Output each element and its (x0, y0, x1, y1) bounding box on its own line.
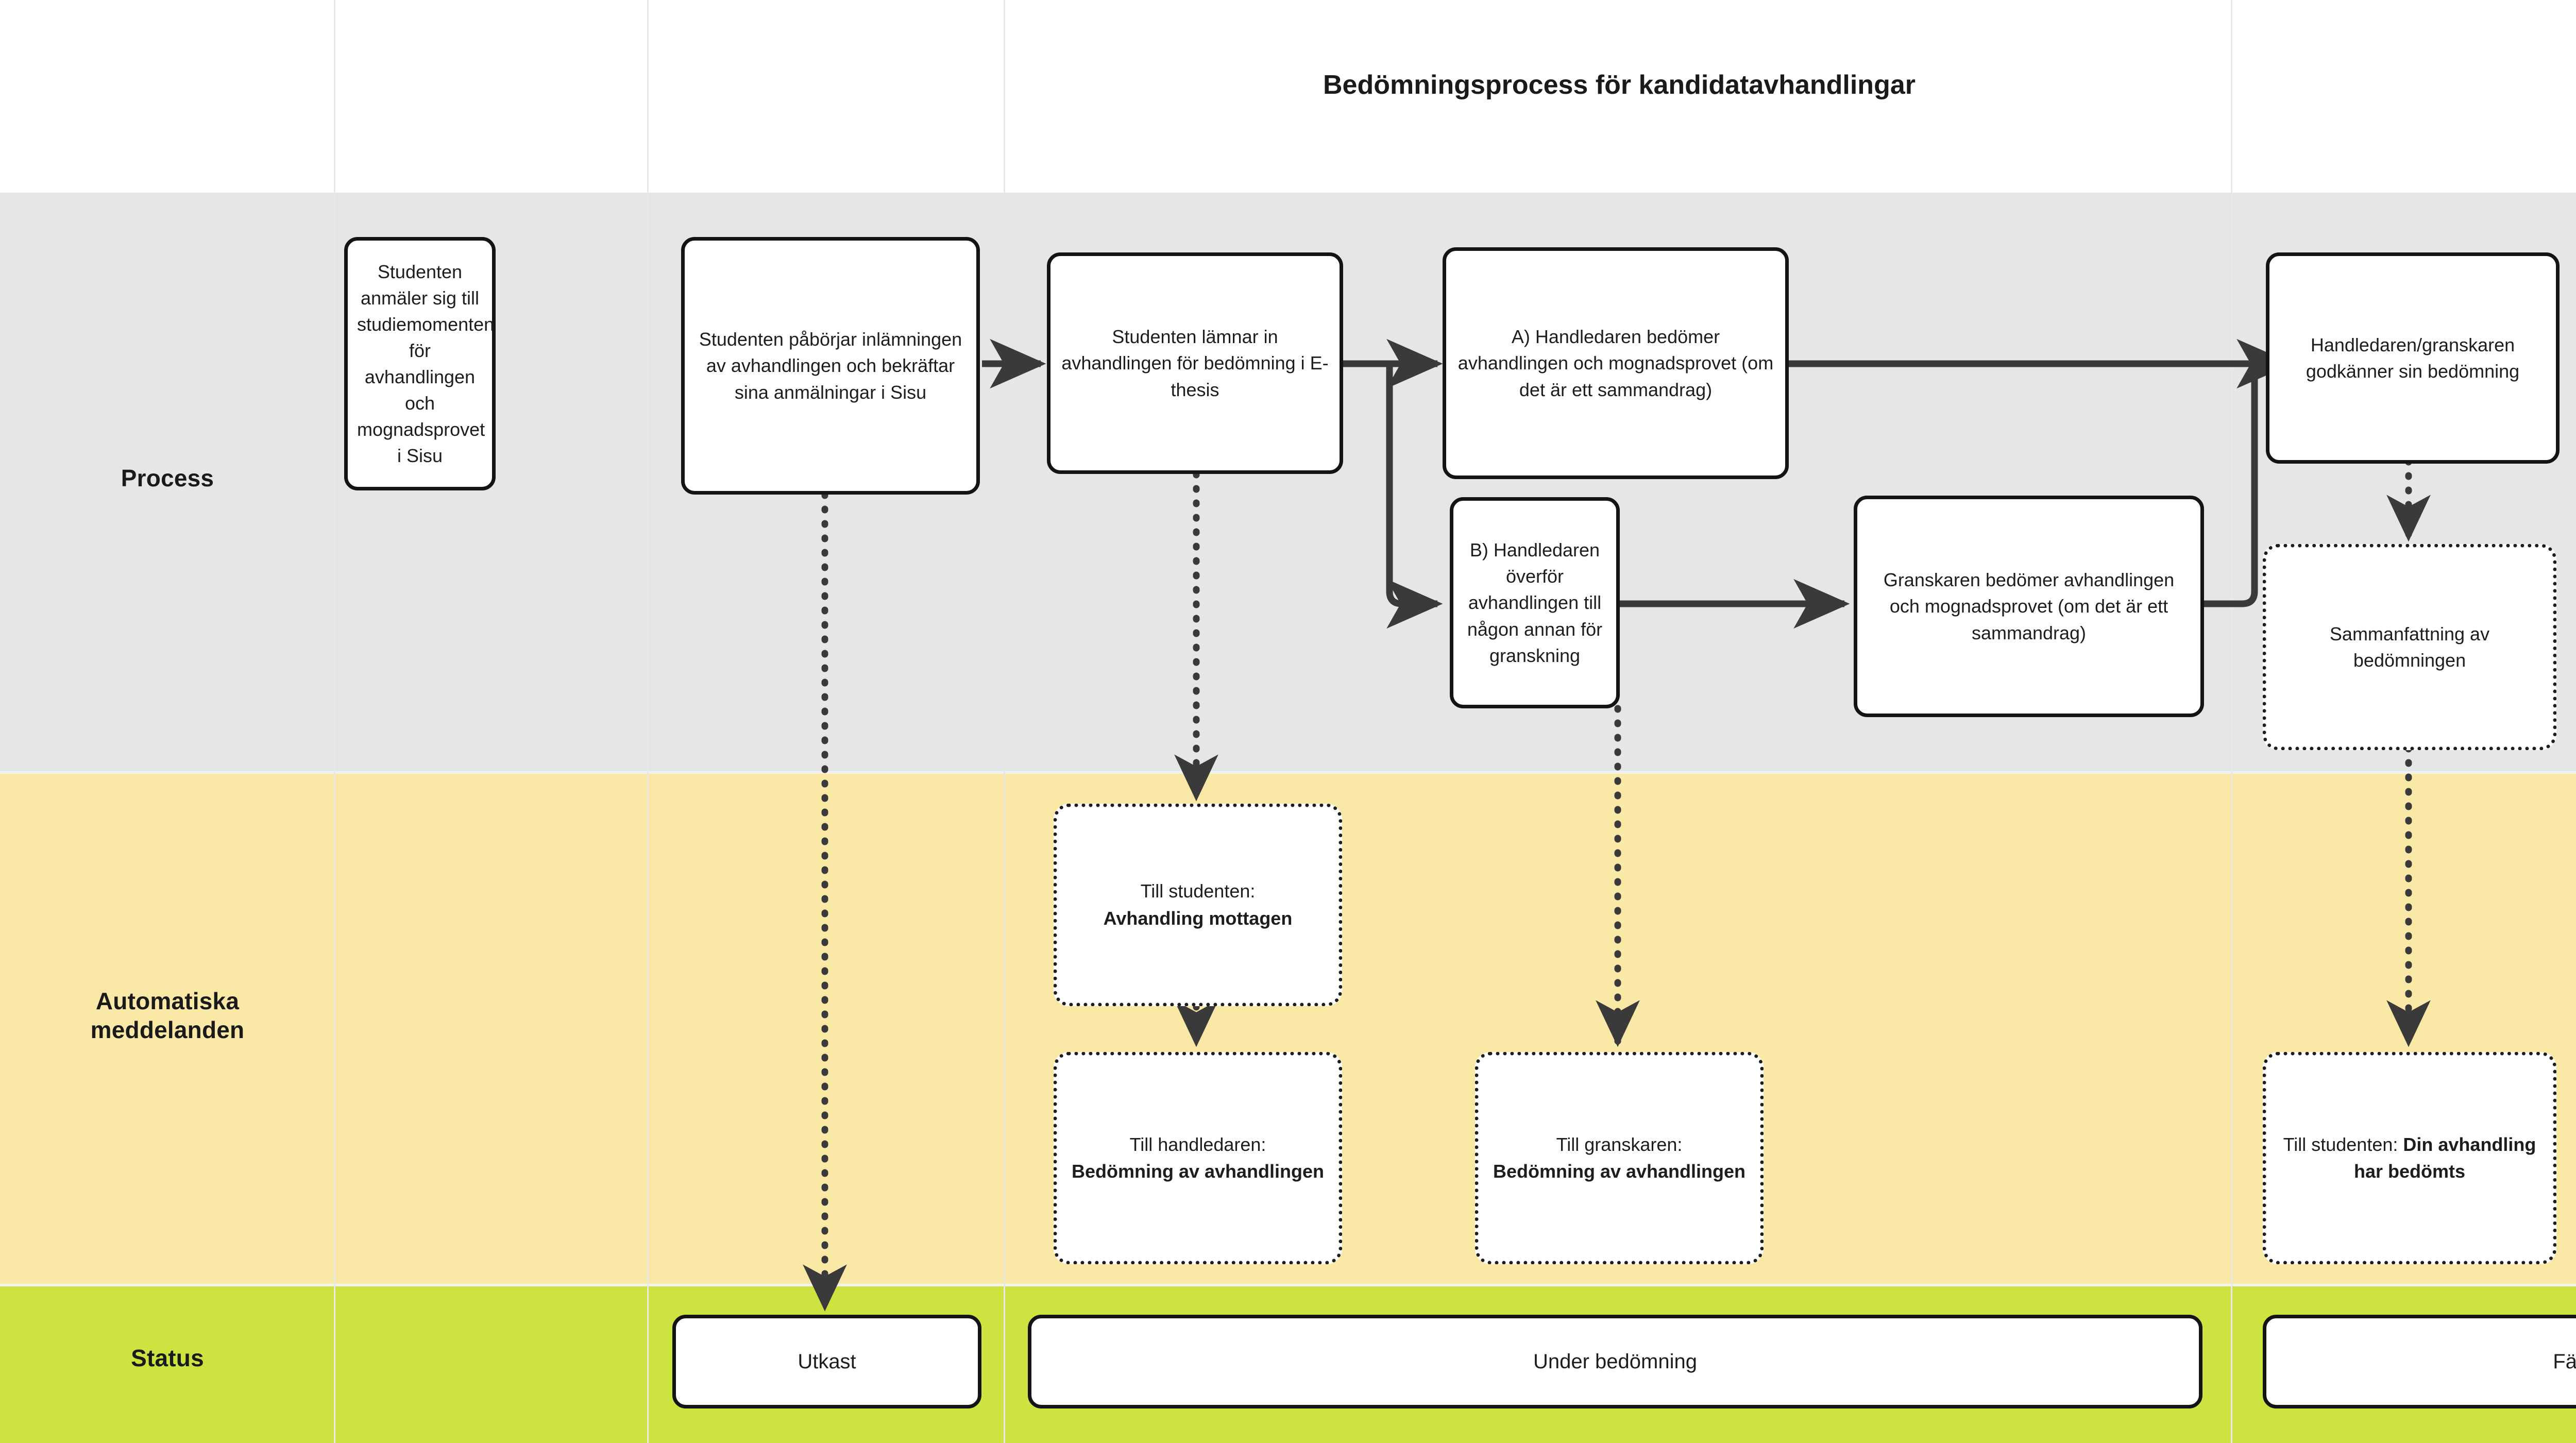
lane-divider-auto-status (0, 1284, 2576, 1286)
column-rule-1 (334, 0, 335, 1443)
auto-node-a2-strong: Bedömning av avhandlingen (1071, 1161, 1325, 1182)
auto-node-a2[interactable]: Till handledaren: Bedömning av avhandlin… (1054, 1052, 1342, 1264)
process-node-p1-label: Studenten anmäler sig till studiemomente… (357, 261, 495, 467)
column-rule-3 (1004, 0, 1005, 1443)
process-node-p6-label: Granskaren bedömer avhandlingen och mogn… (1883, 569, 2175, 643)
auto-node-a3-prefix: Till granskaren: (1556, 1133, 1683, 1155)
auto-node-a4-prefix: Till studenten: (2283, 1133, 2398, 1155)
status-node-s2-label: Under bedömning (1533, 1350, 1697, 1373)
process-node-p1[interactable]: Studenten anmäler sig till studiemomente… (344, 237, 496, 490)
status-node-s1[interactable]: Utkast (672, 1315, 981, 1408)
auto-node-a3-strong: Bedömning av avhandlingen (1493, 1161, 1746, 1182)
auto-node-a4[interactable]: Till studenten: Din avhandling har bedöm… (2263, 1052, 2556, 1264)
lane-label-automatic-messages-line2: meddelanden (90, 1016, 245, 1044)
auto-node-a4-strong: Din avhandling har bedömts (2353, 1133, 2536, 1182)
process-node-p3[interactable]: Studenten lämnar in avhandlingen för bed… (1047, 252, 1343, 474)
auto-node-a2-prefix: Till handledaren: (1129, 1133, 1266, 1155)
status-node-s2[interactable]: Under bedömning (1028, 1315, 2202, 1408)
process-node-p5[interactable]: B) Handledaren överför avhandlingen till… (1450, 497, 1620, 708)
process-node-p6[interactable]: Granskaren bedömer avhandlingen och mogn… (1854, 496, 2204, 717)
status-node-s1-label: Utkast (798, 1350, 856, 1373)
auto-node-a1-prefix: Till studenten: (1140, 880, 1256, 902)
lane-header-band (0, 0, 2576, 193)
process-node-p4[interactable]: A) Handledaren bedömer avhandlingen och … (1443, 247, 1789, 479)
page-title: Bedömningsprocess för kandidatavhandling… (1323, 70, 1916, 100)
lane-label-automatic-messages: Automatiska meddelanden (0, 987, 335, 1044)
status-node-s3-label: Färdig (2553, 1350, 2576, 1373)
lane-label-status: Status (131, 1345, 204, 1371)
process-node-p5-label: B) Handledaren överför avhandlingen till… (1467, 539, 1603, 666)
process-node-p2[interactable]: Studenten påbörjar inlämningen av avhand… (681, 237, 980, 495)
process-node-p7-label: Handledaren/granskaren godkänner sin bed… (2306, 334, 2520, 382)
auto-node-a3[interactable]: Till granskaren: Bedömning av avhandling… (1475, 1052, 1764, 1264)
process-node-p7[interactable]: Handledaren/granskaren godkänner sin bed… (2266, 252, 2560, 464)
process-node-p3-label: Studenten lämnar in avhandlingen för bed… (1061, 326, 1329, 400)
process-node-p4-label: A) Handledaren bedömer avhandlingen och … (1458, 326, 1774, 400)
lane-label-automatic-messages-line1: Automatiska (95, 988, 240, 1014)
lane-label-process: Process (121, 465, 214, 491)
column-rule-4 (2231, 0, 2232, 1443)
lane-divider-process-auto (0, 771, 2576, 774)
process-node-p2-label: Studenten påbörjar inlämningen av avhand… (699, 329, 962, 403)
column-rule-2 (647, 0, 649, 1443)
process-node-p8-label: Sammanfattning av bedömningen (2329, 623, 2490, 671)
auto-node-a1[interactable]: Till studenten: Avhandling mottagen (1054, 804, 1342, 1006)
process-node-p8[interactable]: Sammanfattning av bedömningen (2263, 544, 2556, 750)
auto-node-a1-strong: Avhandling mottagen (1103, 907, 1293, 929)
status-node-s3[interactable]: Färdig (2263, 1315, 2576, 1408)
